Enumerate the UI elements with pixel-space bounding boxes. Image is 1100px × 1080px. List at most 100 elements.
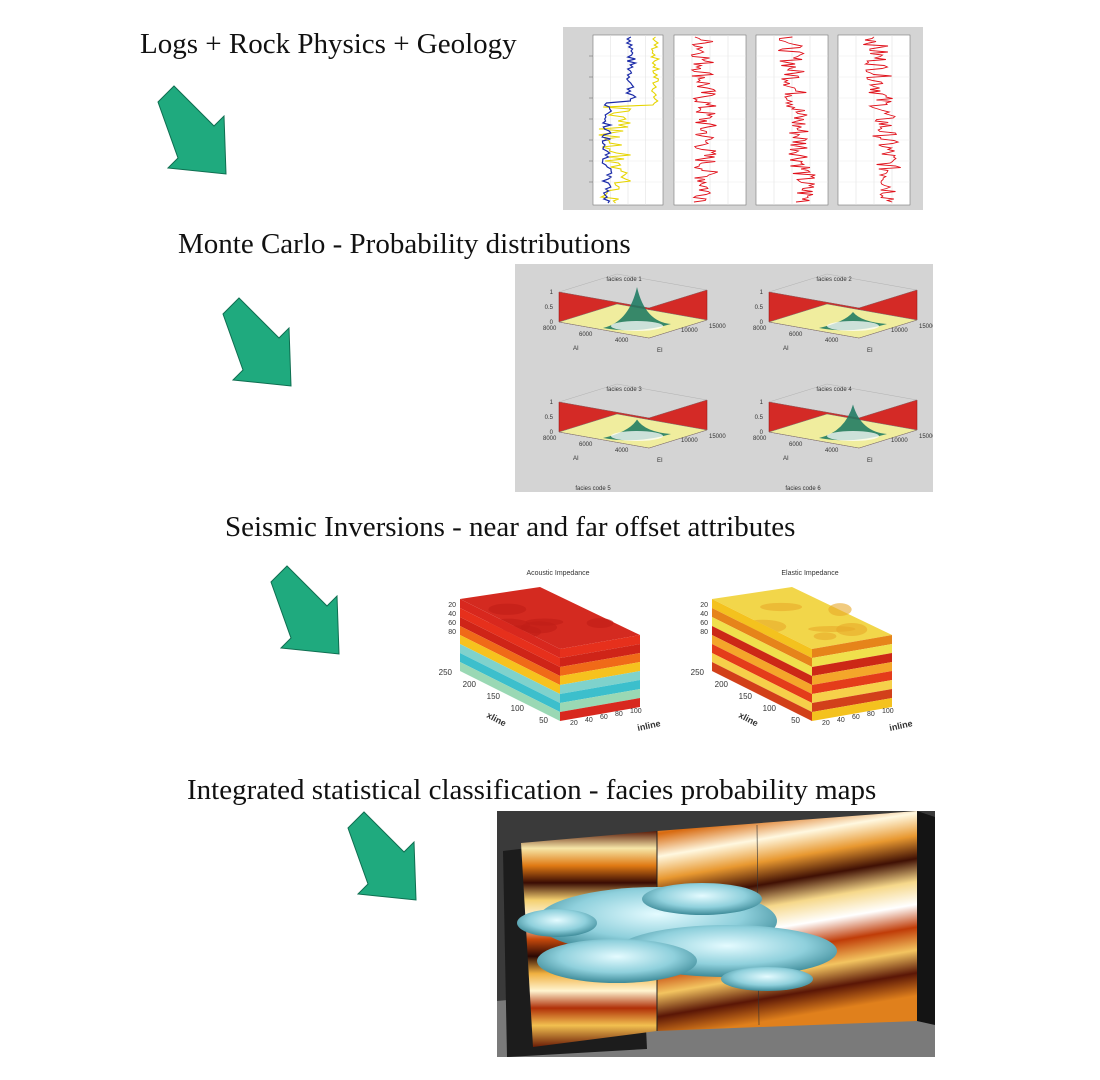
z-tick-label: 0.5 [545, 415, 554, 421]
xline-tick-label: 200 [463, 680, 477, 689]
facies-probability-3d-panel [497, 811, 935, 1057]
ei-tick-label: 10000 [891, 328, 908, 334]
ai-tick-label: 4000 [825, 338, 839, 344]
depth-tick-label: 20 [700, 602, 708, 609]
inline-tick-label: 60 [852, 714, 860, 721]
ai-tick-label: 4000 [615, 448, 629, 454]
depth-tick-label: 40 [700, 611, 708, 618]
ai-tick-label: 6000 [579, 332, 593, 338]
ei-tick-label: 15000 [709, 324, 726, 330]
ei-tick-label: 10000 [681, 328, 698, 334]
ai-tick-label: 6000 [579, 442, 593, 448]
z-tick-label: 0 [760, 430, 764, 436]
depth-tick-label: 60 [700, 620, 708, 627]
z-tick-label: 1 [760, 290, 764, 296]
z-tick-label: 0 [760, 320, 764, 326]
z-tick-label: 0.5 [545, 305, 554, 311]
xline-tick-label: 250 [691, 668, 705, 677]
step-2-title: Monte Carlo - Probability distributions [178, 228, 631, 260]
inline-tick-label: 80 [615, 711, 623, 718]
inline-tick-label: 100 [882, 708, 894, 715]
ei-axis-label: EI [867, 458, 873, 464]
inline-tick-label: 40 [585, 717, 593, 724]
z-tick-label: 0.5 [755, 305, 764, 311]
z-tick-label: 0.5 [755, 415, 764, 421]
probability-distributions-panel: facies code 110.508000600040001000015000… [515, 264, 933, 492]
subplot-title: facies code 4 [816, 387, 852, 393]
inline-tick-label: 60 [600, 714, 608, 721]
z-tick-label: 1 [550, 290, 554, 296]
ei-tick-label: 15000 [709, 434, 726, 440]
subplot-stub-left: facies code 5 [575, 486, 611, 492]
ei-tick-label: 15000 [919, 434, 933, 440]
ei-axis-label: EI [657, 458, 663, 464]
ai-axis-label: AI [573, 456, 579, 462]
log-track [589, 34, 664, 206]
arrow-icon [347, 811, 417, 901]
z-tick-label: 1 [760, 400, 764, 406]
xline-tick-label: 50 [791, 716, 800, 725]
subplot-title: facies code 1 [606, 277, 642, 283]
log-track [755, 34, 829, 206]
ai-tick-label: 4000 [825, 448, 839, 454]
xline-tick-label: 200 [715, 680, 729, 689]
cube-title: Elastic Impedance [781, 570, 838, 577]
inline-tick-label: 40 [837, 717, 845, 724]
ai-axis-label: AI [783, 456, 789, 462]
xline-tick-label: 100 [763, 704, 777, 713]
log-track [673, 34, 747, 206]
inline-tick-label: 100 [630, 708, 642, 715]
depth-tick-label: 80 [448, 629, 456, 636]
ai-tick-label: 6000 [789, 442, 803, 448]
depth-tick-label: 20 [448, 602, 456, 609]
ai-tick-label: 8000 [543, 326, 557, 332]
impedance-cube: Elastic Impedance 20 40 60 80 250 200 150 100 50 2… [691, 570, 914, 733]
ai-axis-label: AI [573, 346, 579, 352]
log-track [837, 34, 911, 206]
xline-tick-label: 150 [739, 692, 753, 701]
subplot-stub-right: facies code 6 [785, 486, 821, 492]
ei-tick-label: 10000 [681, 438, 698, 444]
seismic-inversion-panel: Acoustic Impedance 20 40 60 80 250 200 150 100 50… [430, 565, 928, 737]
inline-axis-label: inline [636, 718, 661, 733]
xline-tick-label: 100 [511, 704, 525, 713]
step-4-title: Integrated statistical classification - … [187, 774, 877, 806]
depth-tick-label: 60 [448, 620, 456, 627]
well-logs-panel [563, 27, 923, 210]
inline-tick-label: 20 [570, 720, 578, 727]
z-tick-label: 0 [550, 430, 554, 436]
arrow-icon [157, 85, 227, 175]
xline-tick-label: 250 [439, 668, 453, 677]
ai-tick-label: 6000 [789, 332, 803, 338]
xline-tick-label: 50 [539, 716, 548, 725]
subplot-title: facies code 3 [606, 387, 642, 393]
ei-tick-label: 10000 [891, 438, 908, 444]
impedance-cube: Acoustic Impedance2040608025020015010050… [439, 570, 662, 733]
ai-tick-label: 8000 [543, 436, 557, 442]
ai-tick-label: 8000 [753, 326, 767, 332]
cube-title: Acoustic Impedance [526, 570, 589, 577]
inline-tick-label: 20 [822, 720, 830, 727]
ai-tick-label: 4000 [615, 338, 629, 344]
subplot-title: facies code 2 [816, 277, 852, 283]
step-3-title: Seismic Inversions - near and far offset… [225, 511, 796, 543]
inline-axis-label: inline [888, 718, 913, 733]
step-1-title: Logs + Rock Physics + Geology [140, 28, 517, 60]
inline-tick-label: 80 [867, 711, 875, 718]
depth-tick-label: 80 [700, 629, 708, 636]
z-tick-label: 0 [550, 320, 554, 326]
z-tick-label: 1 [550, 400, 554, 406]
ai-axis-label: AI [783, 346, 789, 352]
depth-tick-label: 40 [448, 611, 456, 618]
ai-tick-label: 8000 [753, 436, 767, 442]
facies-geobody [517, 883, 837, 991]
arrow-icon [270, 565, 340, 655]
ei-axis-label: EI [657, 348, 663, 354]
ei-axis-label: EI [867, 348, 873, 354]
ei-tick-label: 15000 [919, 324, 933, 330]
arrow-icon [222, 297, 292, 387]
